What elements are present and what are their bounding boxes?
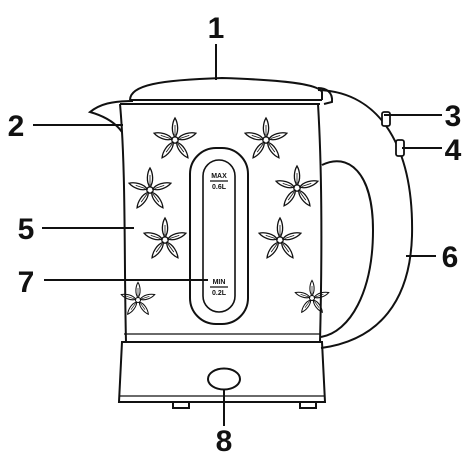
min-volume: 0.2L [212, 290, 227, 297]
callout-5: 5 [18, 213, 35, 246]
callout-6: 6 [442, 241, 459, 274]
flower-icon [152, 117, 198, 160]
flower-icon [243, 117, 289, 160]
flower-icon [257, 217, 303, 260]
callout-1: 1 [208, 12, 225, 45]
max-volume: 0.6L [212, 184, 227, 191]
kettle-lid[interactable] [129, 76, 334, 105]
max-label: MAX [211, 173, 227, 180]
kettle-body [119, 103, 323, 343]
min-label: MIN [213, 279, 226, 286]
flower-icon [127, 167, 173, 210]
callout-4: 4 [445, 134, 462, 167]
leader-lines [33, 44, 442, 426]
callout-2: 2 [8, 110, 25, 143]
power-switch[interactable] [207, 367, 241, 391]
kettle-spout [87, 100, 134, 133]
flower-icon [274, 165, 320, 208]
callout-3: 3 [445, 100, 462, 133]
callout-7: 7 [18, 266, 35, 299]
kettle-base [117, 341, 327, 409]
water-level-window: MAX 0.6L MIN 0.2L [189, 147, 249, 325]
kettle-handle[interactable] [317, 89, 414, 349]
flower-icon [142, 217, 188, 260]
flower-icon [294, 279, 330, 314]
callout-8: 8 [216, 425, 233, 458]
